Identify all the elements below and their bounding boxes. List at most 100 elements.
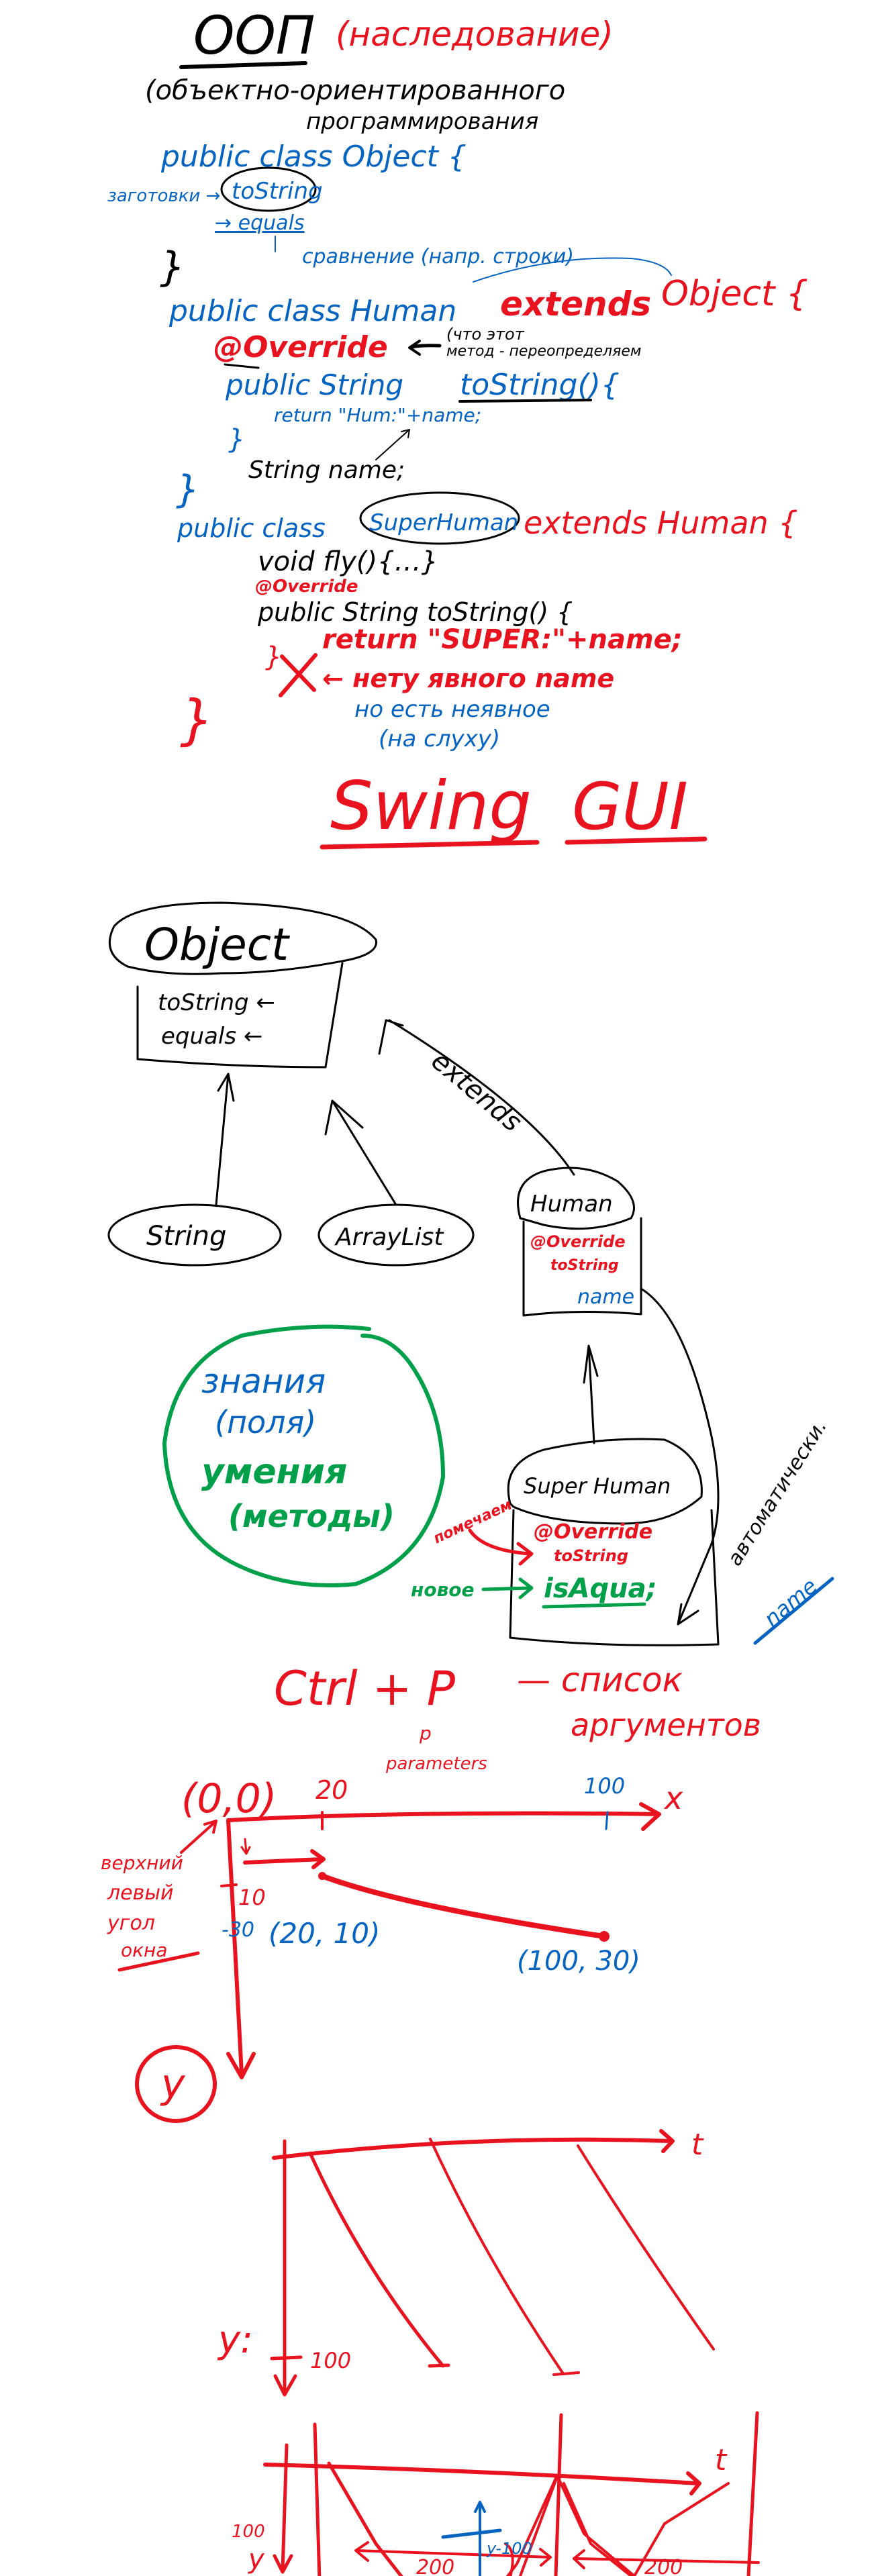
is-aqua-field: isAqua; <box>544 1573 657 1604</box>
super-return: return "SUPER:"+name; <box>322 624 683 655</box>
bounce-path-1 <box>327 2461 512 2576</box>
tostring-underline <box>458 399 592 403</box>
human-node-body <box>522 1217 642 1317</box>
superhuman-circle <box>359 491 520 545</box>
oop-expansion-2: программирования <box>306 108 538 135</box>
t-axis-2-label: t <box>715 2443 728 2477</box>
shortcut-description: — список <box>517 1661 683 1699</box>
sawtooth-1 <box>308 2151 450 2368</box>
tostring-circle <box>220 166 317 212</box>
boundary-left <box>313 2422 322 2576</box>
auto-label: автоматически. <box>723 1416 832 1570</box>
human-close-brace: } <box>176 468 200 511</box>
y-axis-2 <box>273 2443 293 2574</box>
super-extends: extends Human { <box>524 505 798 541</box>
t-axis-1-label: t <box>691 2128 704 2162</box>
human-field: String name; <box>248 456 405 484</box>
auto-field-underline <box>753 1577 834 1645</box>
knowledge-skills-circle <box>162 1324 445 1587</box>
point-a-label: (20, 10) <box>269 1917 380 1950</box>
span-1-label: 200 <box>416 2556 454 2576</box>
origin-label: (0,0) <box>181 1775 277 1822</box>
super-method-close: } <box>265 642 282 673</box>
shortcut-keys: Ctrl + P <box>274 1661 456 1716</box>
oop-title: ООП <box>193 6 315 66</box>
swing-word: Swing <box>330 766 532 845</box>
equals-note: сравнение (напр. строки) <box>302 245 574 268</box>
name-arrow <box>375 429 410 460</box>
extends-arrow-label: extends <box>426 1045 528 1138</box>
line-segment <box>320 1873 607 1939</box>
y-circled-label: y <box>160 2061 186 2108</box>
small-down-arrow <box>240 1838 251 1855</box>
point-b-label: (100, 30) <box>517 1946 640 1977</box>
shortcut-parameters: parameters <box>385 1754 487 1774</box>
offset-label: y-100 <box>486 2539 532 2558</box>
override-annotation: @Override <box>213 330 388 364</box>
new-label: новое <box>411 1579 475 1601</box>
human-tostring-name: toString(){ <box>460 368 620 402</box>
motion-graph-2-details: 200 y-100 <box>354 2501 552 2576</box>
superhuman-extends-arrow <box>583 1344 599 1444</box>
object-node-ellipse <box>108 901 377 975</box>
human-return: return "Hum:"+name; <box>274 404 481 426</box>
super-close-brace: } <box>180 689 214 751</box>
offset-line <box>441 2528 502 2539</box>
tick-20-label: 20 <box>315 1775 348 1805</box>
blanks-label: заготовки → <box>107 186 220 206</box>
gui-underline <box>565 836 708 845</box>
gui-word: GUI <box>572 769 688 844</box>
implicit-name: но есть неявное <box>354 696 550 723</box>
auto-inherit-arrow <box>640 1287 720 1626</box>
override-note-1: (что этот <box>446 325 525 344</box>
corner-note-line-4: окна <box>121 1939 168 1961</box>
super-class-name: SuperHuman <box>369 509 518 536</box>
fly-method: void fly(){…} <box>258 546 438 577</box>
super-tostring-sig: public String toString() { <box>257 597 573 627</box>
bounce-path-5 <box>633 2482 730 2576</box>
object-equals: → equals <box>215 211 305 235</box>
is-aqua-underline <box>542 1602 646 1609</box>
oop-notes: ООП (наследование) (объектно-ориентирова… <box>107 6 808 752</box>
corner-note-line-3: угол <box>107 1912 155 1935</box>
override-underline <box>224 363 260 369</box>
y-axis-1-label: y: <box>217 2318 253 2362</box>
corner-note-line-1: верхний <box>101 1852 183 1874</box>
human-node-override: @Override <box>530 1232 626 1251</box>
shortcut-note: Ctrl + P p — список аргументов parameter… <box>274 1661 761 1774</box>
y-100-label: 100 <box>310 2348 351 2373</box>
implicit-name-2: (на слуху) <box>379 726 500 752</box>
oop-expansion-1: (объектно-ориентированного <box>145 75 565 106</box>
t-axis-1 <box>272 2129 675 2160</box>
tick-100 <box>605 1811 609 1830</box>
span-arrow-2 <box>573 2549 760 2569</box>
human-tostring-sig: public String <box>225 368 403 401</box>
tick-10-label: 10 <box>238 1885 266 1910</box>
tick-10 <box>220 1883 238 1887</box>
object-method-equals: equals ← <box>161 1023 262 1050</box>
extends-bracket <box>473 257 672 283</box>
x-axis-label: x <box>663 1780 683 1816</box>
swing-underline <box>320 840 540 850</box>
corner-note-line-2: левый <box>107 1881 174 1905</box>
human-node-field: name <box>577 1285 634 1309</box>
cross-mark-icon <box>279 653 318 697</box>
shortcut-description-2: аргументов <box>571 1707 761 1743</box>
human-node-tostring: toString <box>550 1257 619 1274</box>
override-note-2: метод - переопределяем <box>446 343 641 360</box>
bounce-path-2 <box>505 2474 636 2576</box>
object-close-brace: } <box>160 244 185 291</box>
human-node-top <box>517 1167 635 1230</box>
super-class-decl: public class <box>177 513 326 543</box>
x-axis <box>226 1802 661 1831</box>
knowledge-sub: (поля) <box>215 1404 316 1440</box>
object-node-label: Object <box>144 919 290 971</box>
new-arrow <box>481 1577 534 1599</box>
object-method-tostring: toString ← <box>158 989 275 1016</box>
shortcut-p-hint: p <box>419 1722 432 1744</box>
y-100-tick <box>270 2355 303 2361</box>
tick-100-label: 100 <box>584 1773 625 1799</box>
sawtooth-2 <box>429 2138 580 2376</box>
skills-label: умения <box>201 1452 347 1492</box>
